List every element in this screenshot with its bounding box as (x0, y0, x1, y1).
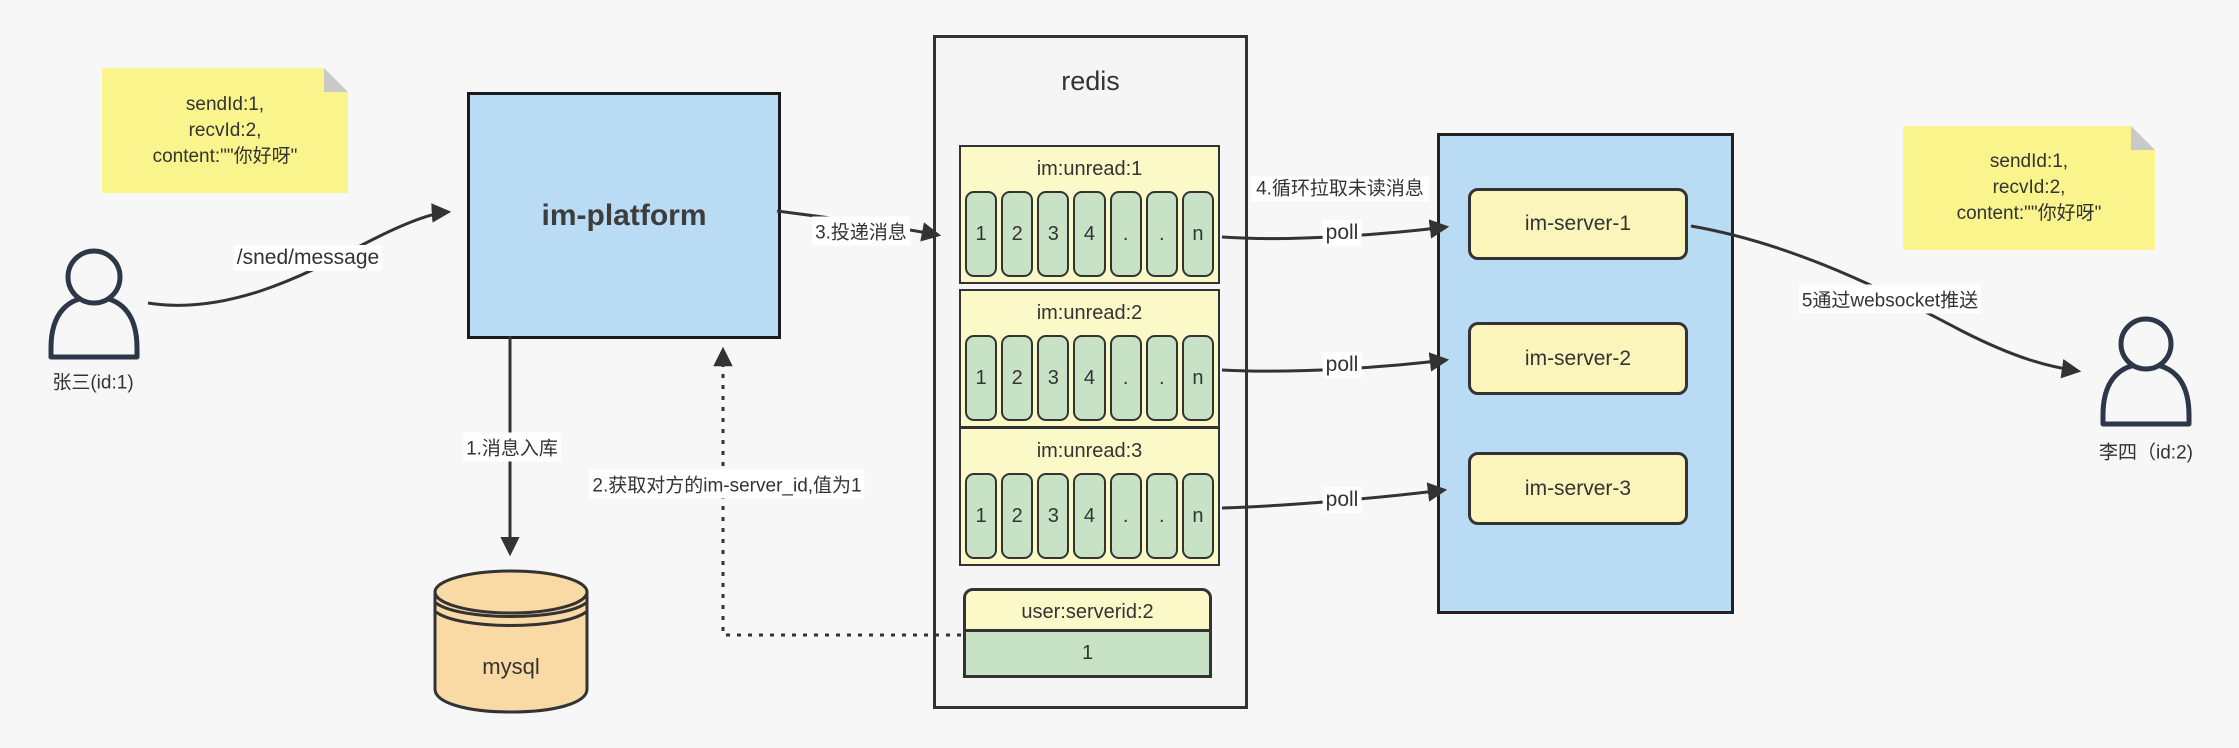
mysql-database-node (433, 569, 589, 714)
sender-label: 张三(id:1) (52, 372, 134, 394)
queue-cell: 4 (1073, 191, 1106, 277)
note-line: recvId:2, (1992, 177, 2066, 198)
kv-title: user:serverid:2 (963, 588, 1212, 632)
queue-title: im:unread:1 (1036, 158, 1143, 180)
queue-cell: 3 (1037, 335, 1070, 421)
edge-label-step5: 5通过websocket推送 (1798, 284, 1982, 314)
im-server-2-node: im-server-2 (1468, 322, 1688, 395)
note-fold-icon (324, 68, 348, 92)
sticky-note-sender-payload: sendId:1, recvId:2, content:""你好呀" (102, 68, 348, 193)
user-icon-sender (48, 248, 140, 360)
person-head (2118, 316, 2174, 372)
im-platform-label: im-platform (541, 198, 707, 232)
person-body (2100, 361, 2192, 427)
queue-cell: . (1109, 473, 1142, 559)
im-server-3-label: im-server-3 (1524, 476, 1632, 500)
queue-cell: 2 (1001, 191, 1034, 277)
sticky-note-receiver-payload: sendId:1, recvId:2, content:""你好呀" (1903, 126, 2155, 250)
im-server-3-node: im-server-3 (1468, 452, 1688, 525)
edge-label-poll-1: poll (1322, 220, 1362, 246)
queue-cell: . (1145, 191, 1178, 277)
mysql-label: mysql (482, 654, 540, 679)
note-line: content:""你好呀" (1956, 203, 2102, 224)
note-line: recvId:2, (188, 119, 262, 141)
queue-im-unread-2: im:unread:2 1 2 3 4 . . n (959, 289, 1220, 428)
edge-label-step2: 2.获取对方的im-server_id,值为1 (589, 469, 865, 499)
im-server-1-node: im-server-1 (1468, 188, 1688, 260)
queue-cells: 1 2 3 4 . . n (961, 191, 1218, 282)
note-fold-flap (324, 68, 348, 92)
queue-cell: 2 (1001, 473, 1034, 559)
im-server-2-label: im-server-2 (1524, 346, 1632, 370)
edge-label-send-message: /sned/message (233, 245, 383, 271)
edge-label-step3: 3.投递消息 (812, 216, 910, 246)
queue-cell: . (1145, 335, 1178, 421)
edge-label-poll-3: poll (1322, 487, 1362, 513)
mysql-cylinder-ring (435, 601, 587, 618)
kv-value: 1 (963, 632, 1212, 678)
queue-cell: n (1181, 191, 1214, 277)
queue-im-unread-1: im:unread:1 1 2 3 4 . . n (959, 145, 1220, 284)
redis-title: redis (1061, 66, 1120, 96)
note-line: sendId:1, (185, 93, 265, 115)
queue-cell: . (1145, 473, 1178, 559)
receiver-label: 李四（id:2) (2099, 442, 2193, 464)
edge-label-step4: 4.循环拉取未读消息 (1251, 176, 1429, 202)
im-platform-node: im-platform (467, 92, 781, 339)
person-body (48, 294, 140, 360)
edge-label-step1: 1.消息入库 (463, 432, 561, 462)
kv-user-serverid: user:serverid:2 1 (963, 588, 1212, 678)
queue-cells: 1 2 3 4 . . n (961, 335, 1218, 426)
queue-cell: 1 (965, 191, 998, 277)
queue-cells: 1 2 3 4 . . n (961, 473, 1218, 564)
mysql-cylinder-body (433, 590, 589, 714)
note-fold-icon (2131, 126, 2155, 150)
note-line: sendId:1, (1989, 151, 2069, 172)
queue-cell: 2 (1001, 335, 1034, 421)
queue-cell: 4 (1073, 473, 1106, 559)
im-server-1-label: im-server-1 (1524, 212, 1632, 235)
queue-cell: n (1181, 473, 1214, 559)
queue-cell: 4 (1073, 335, 1106, 421)
queue-title: im:unread:3 (1036, 440, 1143, 462)
edge-label-poll-2: poll (1322, 352, 1362, 378)
queue-cell: n (1181, 335, 1214, 421)
mysql-cylinder-ring (435, 610, 587, 627)
person-head (65, 248, 123, 306)
note-line: content:""你好呀" (152, 145, 298, 167)
note-fold-flap (2131, 126, 2155, 150)
queue-title: im:unread:2 (1036, 302, 1143, 324)
queue-cell: 3 (1037, 191, 1070, 277)
queue-cell: . (1109, 335, 1142, 421)
mysql-cylinder-top (433, 569, 589, 615)
queue-cell: 1 (965, 335, 998, 421)
user-icon-receiver (2100, 316, 2192, 427)
queue-cell: 3 (1037, 473, 1070, 559)
queue-cell: . (1109, 191, 1142, 277)
queue-im-unread-3: im:unread:3 1 2 3 4 . . n (959, 427, 1220, 566)
queue-cell: 1 (965, 473, 998, 559)
